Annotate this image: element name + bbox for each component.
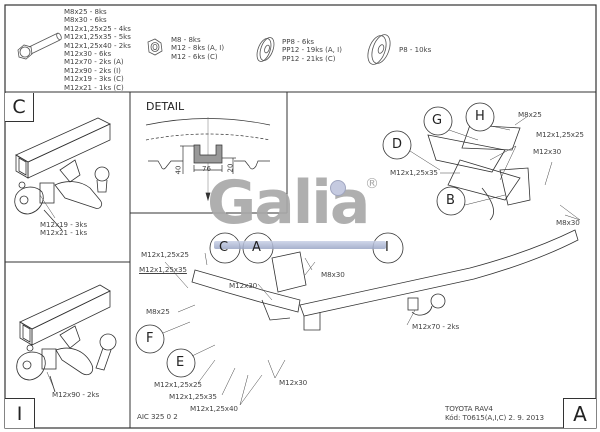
washer-list: PP8 - 6ks PP12 - 19ks (A, I) PP12 - 21ks…: [282, 38, 342, 63]
nut-item: M8 - 8ks: [171, 36, 201, 44]
label-m12x125x35-bottom: M12x1,25x35: [169, 392, 217, 401]
callout-i: I: [385, 240, 389, 255]
variant-i-letter: I: [5, 398, 35, 428]
bolt-item: M12x30 - 6ks: [64, 50, 112, 59]
drawing-number: AIC 325 0 2: [137, 412, 178, 421]
nut-item: M12 - 8ks (A, I): [171, 44, 225, 53]
bolt-list: M8x25 - 8ks M8x30 - 6ks M12x1,25x25 - 4k…: [64, 8, 131, 92]
label-m12x125x35-left: M12x1,25x35: [139, 265, 187, 274]
variant-c-bolt-label: M12x21 - 1ks: [40, 229, 88, 238]
callout-c: C: [219, 240, 229, 255]
label-m12x30-bottom: M12x30: [279, 378, 308, 387]
label-m12x125x40-bottom: M12x1,25x40: [190, 404, 238, 413]
label-m12x125x25-left: M12x1,25x25: [141, 250, 189, 259]
washer-item: PP12 - 21ks (C): [282, 54, 336, 63]
logo-dot: [330, 180, 346, 196]
label-m12x30-center: M12x30: [229, 281, 258, 290]
hitch-variant-i-drawing: [16, 284, 117, 393]
detail-cross-section: [145, 117, 271, 202]
bolt-item: M12x1,25x25 - 4ks: [64, 24, 131, 33]
code-date-line: Kód: T0615(A,I,C) 2. 9. 2013: [445, 413, 544, 422]
bolt-item: M8x30 - 6ks: [64, 16, 107, 25]
label-m8x25-left: M8x25: [146, 307, 170, 316]
variant-c-bolt-label: M12x19 - 3ks: [40, 221, 88, 229]
logo-underline-bar: [214, 241, 386, 249]
label-m12x125x35-right: M12x1,25x35: [390, 168, 438, 177]
variant-c-bolt-list: M12x19 - 3ks M12x21 - 1ks: [40, 221, 87, 238]
hex-nut-icon: [147, 38, 163, 56]
logo-registered-mark: ®: [365, 176, 379, 192]
bolt-item: M12x70 - 2ks (A): [64, 58, 124, 67]
hitch-variant-c-drawing: [14, 117, 111, 231]
label-m12x30-right: M12x30: [533, 147, 562, 156]
nut-item: M12 - 6ks (C): [171, 52, 218, 61]
sheet-letter: A: [563, 398, 596, 428]
label-m8x30-center: M8x30: [321, 270, 345, 279]
bolt-item: M12x19 - 3ks (C): [64, 75, 124, 84]
washer-item: PP8 - 6ks: [282, 38, 315, 46]
callout-circles: [135, 102, 495, 378]
callout-a: A: [252, 240, 261, 255]
washer-icon: [256, 37, 275, 62]
callout-e: E: [176, 355, 185, 370]
bolt-item: M12x1,25x35 - 5ks: [64, 33, 131, 42]
callout-g: G: [432, 113, 443, 128]
flat-washer-list: P8 - 10ks: [399, 46, 431, 54]
detail-dim-width: 76: [202, 165, 211, 173]
detail-dim-height-left: 40: [174, 165, 183, 175]
label-m12x125x25-bottom: M12x1,25x25: [154, 380, 202, 389]
flat-washer-item: P8 - 10ks: [399, 46, 432, 54]
callout-b: B: [446, 193, 455, 208]
leader-lines: [39, 115, 581, 406]
bolt-item: M12x21 - 1ks (C): [64, 83, 124, 92]
main-exploded-drawing: [191, 124, 579, 331]
callout-f: F: [146, 331, 154, 346]
bolt-item: M12x90 - 2ks (I): [64, 66, 121, 75]
variant-i-bolt-label: M12x90 - 2ks: [52, 390, 100, 399]
vehicle-name: TOYOTA RAV4: [445, 404, 493, 413]
callout-h: H: [475, 109, 485, 124]
label-m12x125x25-top: M12x1,25x25: [536, 130, 584, 139]
nut-list: M8 - 8ks M12 - 8ks (A, I) M12 - 6ks (C): [171, 36, 224, 61]
large-washer-icon: [367, 34, 391, 65]
washer-item: PP12 - 19ks (A, I): [282, 46, 342, 55]
label-m12x70: M12x70 - 2ks: [412, 322, 460, 331]
callout-d: D: [392, 137, 403, 152]
detail-title: DETAIL: [146, 100, 185, 113]
label-m8x30-right: M8x30: [556, 218, 580, 227]
bolt-icon: [17, 32, 62, 60]
bolt-item: M8x25 - 8ks: [64, 8, 107, 16]
label-m8x25-top: M8x25: [518, 110, 542, 119]
bolt-item: M12x1,25x40 - 2ks: [64, 41, 131, 50]
variant-c-letter: C: [5, 93, 34, 122]
